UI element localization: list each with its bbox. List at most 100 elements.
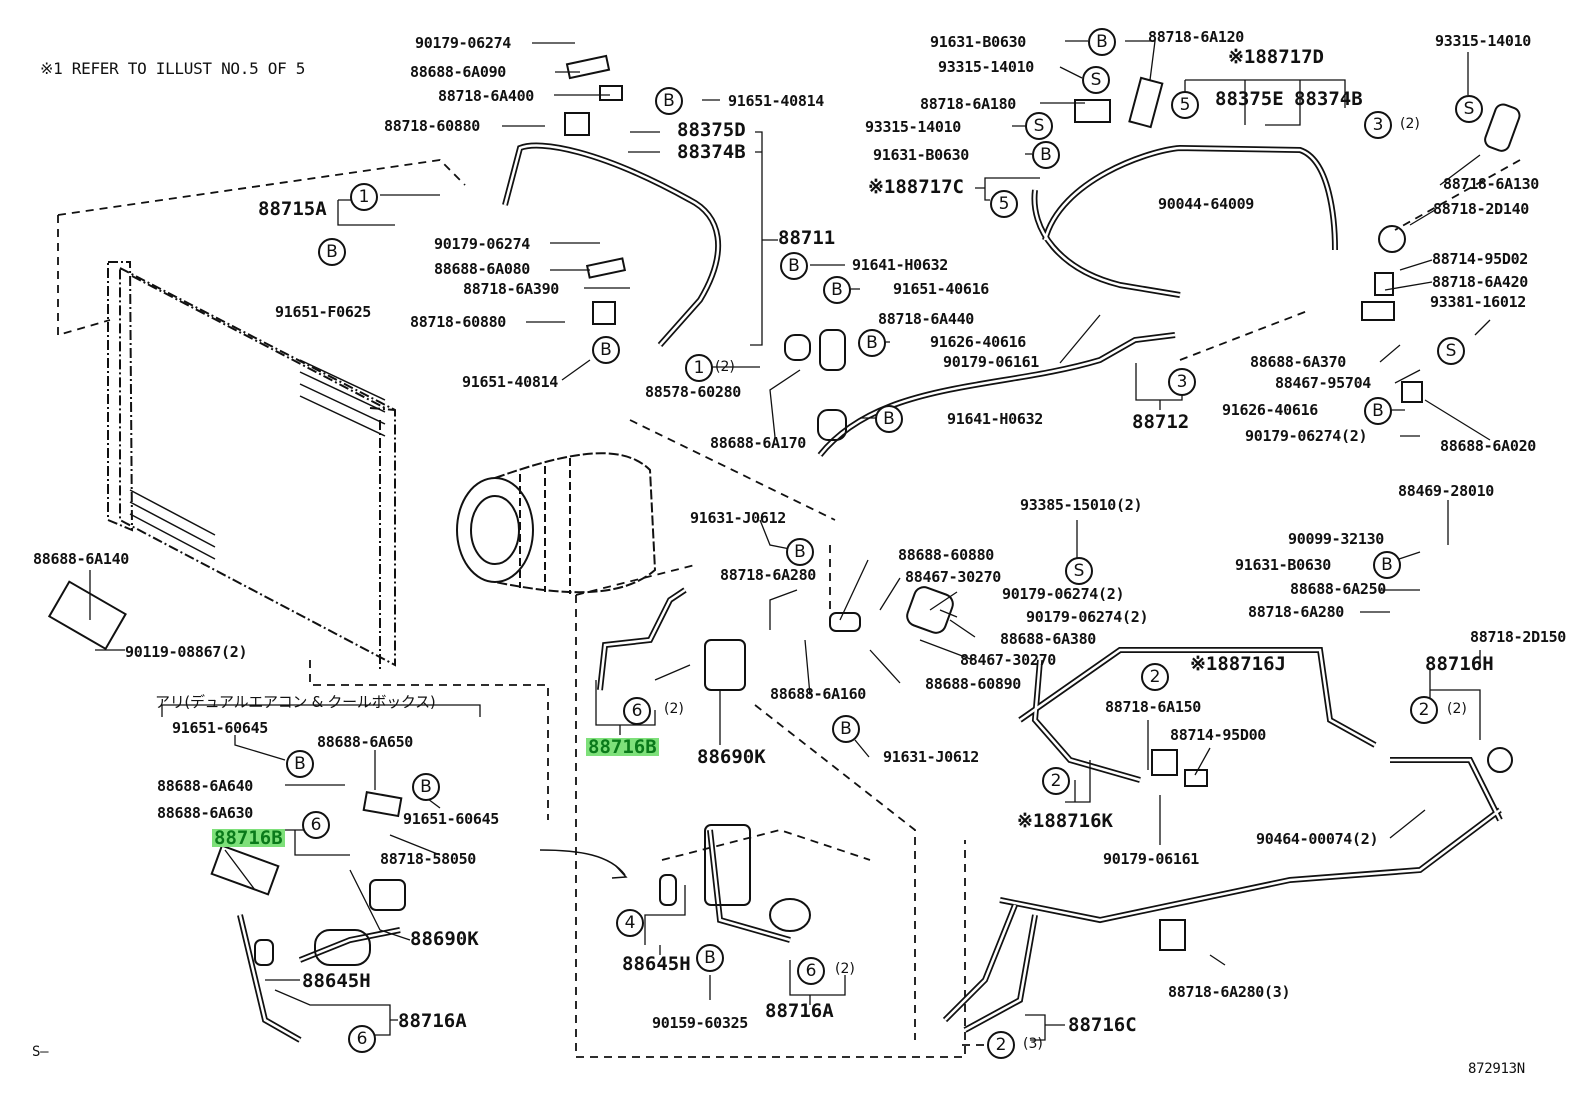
part-label[interactable]: 88645H bbox=[622, 953, 691, 975]
part-label[interactable]: 88718-6A130 bbox=[1443, 175, 1540, 193]
part-label[interactable]: 88716H bbox=[1425, 653, 1494, 675]
part-label-highlighted[interactable]: 88716B bbox=[212, 827, 285, 849]
part-label[interactable]: 88716A bbox=[765, 1000, 834, 1022]
part-label[interactable]: 88578-60280 bbox=[645, 383, 742, 401]
part-label[interactable]: 88718-6A180 bbox=[920, 95, 1017, 113]
part-label[interactable]: 90044-64009 bbox=[1158, 195, 1255, 213]
corner-mark: S– bbox=[32, 1044, 49, 1060]
part-label[interactable]: 88711 bbox=[778, 227, 836, 249]
part-label[interactable]: 88716C bbox=[1068, 1014, 1137, 1036]
part-label[interactable]: 88718-60880 bbox=[384, 117, 481, 135]
part-label[interactable]: 91641-H0632 bbox=[947, 410, 1044, 428]
part-label[interactable]: 88718-2D150 bbox=[1470, 628, 1567, 646]
part-label[interactable]: 88469-28010 bbox=[1398, 482, 1495, 500]
part-label[interactable]: 91641-H0632 bbox=[852, 256, 949, 274]
part-label[interactable]: 91651-60645 bbox=[172, 719, 269, 737]
symbol-b: B bbox=[823, 276, 851, 304]
part-label[interactable]: 88374B bbox=[1294, 88, 1363, 110]
part-label[interactable]: 88688-6A020 bbox=[1440, 437, 1537, 455]
part-label[interactable]: 88467-95704 bbox=[1275, 374, 1372, 392]
part-label[interactable]: 91651-40814 bbox=[462, 373, 559, 391]
part-label[interactable]: 88718-6A420 bbox=[1432, 273, 1529, 291]
part-label[interactable]: 91626-40616 bbox=[1222, 401, 1319, 419]
symbol-6: 6 bbox=[797, 957, 825, 985]
part-label[interactable]: ※188716J bbox=[1190, 653, 1286, 675]
part-label[interactable]: 88688-6A140 bbox=[33, 550, 130, 568]
part-label[interactable]: 91631-B0630 bbox=[930, 33, 1027, 51]
part-label[interactable]: ※188716K bbox=[1017, 810, 1113, 832]
part-label[interactable]: 88714-95D00 bbox=[1170, 726, 1267, 744]
part-label[interactable]: 93385-15010(2) bbox=[1020, 496, 1143, 514]
part-label[interactable]: 88688-6A380 bbox=[1000, 630, 1097, 648]
part-label[interactable]: 88718-6A280 bbox=[720, 566, 817, 584]
part-label[interactable]: 88712 bbox=[1132, 411, 1190, 433]
part-label[interactable]: 91651-40616 bbox=[893, 280, 990, 298]
part-label[interactable]: 91651-40814 bbox=[728, 92, 825, 110]
symbol-b: B bbox=[696, 944, 724, 972]
part-label[interactable]: 88718-6A280 bbox=[1248, 603, 1345, 621]
symbol-b: B bbox=[286, 750, 314, 778]
part-label[interactable]: 88688-6A080 bbox=[434, 260, 531, 278]
part-label[interactable]: 91651-60645 bbox=[403, 810, 500, 828]
part-label[interactable]: 90099-32130 bbox=[1288, 530, 1385, 548]
part-label[interactable]: 88688-6A370 bbox=[1250, 353, 1347, 371]
part-label[interactable]: 88718-6A150 bbox=[1105, 698, 1202, 716]
part-label[interactable]: ※188717D bbox=[1228, 46, 1324, 68]
part-label[interactable]: 88718-6A400 bbox=[438, 87, 535, 105]
symbol-s: S bbox=[1455, 95, 1483, 123]
part-label[interactable]: 88375D bbox=[677, 119, 746, 141]
symbol-2: 2 bbox=[1141, 663, 1169, 691]
part-label[interactable]: 88690K bbox=[697, 746, 766, 768]
part-label[interactable]: 88718-60880 bbox=[410, 313, 507, 331]
part-label[interactable]: 90464-00074(2) bbox=[1256, 830, 1379, 848]
part-label[interactable]: 88645H bbox=[302, 970, 371, 992]
part-label[interactable]: 91631-J0612 bbox=[883, 748, 980, 766]
part-label[interactable]: 88688-6A250 bbox=[1290, 580, 1387, 598]
part-label[interactable]: 88688-6A160 bbox=[770, 685, 867, 703]
part-label[interactable]: 91631-J0612 bbox=[690, 509, 787, 527]
part-label[interactable]: 90179-06161 bbox=[943, 353, 1040, 371]
part-label[interactable]: 90159-60325 bbox=[652, 1014, 749, 1032]
part-label[interactable]: 90179-06274(2) bbox=[1245, 427, 1368, 445]
part-label[interactable]: 90179-06274 bbox=[434, 235, 531, 253]
part-label[interactable]: 90119-08867(2) bbox=[125, 643, 248, 661]
part-label[interactable]: 91631-B0630 bbox=[1235, 556, 1332, 574]
symbol-2: 2 bbox=[987, 1031, 1015, 1059]
part-label[interactable]: 91651-F0625 bbox=[275, 303, 372, 321]
part-label[interactable]: 88688-60890 bbox=[925, 675, 1022, 693]
part-label[interactable]: 90179-06274(2) bbox=[1002, 585, 1125, 603]
part-label[interactable]: 88714-95D02 bbox=[1432, 250, 1529, 268]
part-label[interactable]: 88374B bbox=[677, 141, 746, 163]
part-label[interactable]: 88688-6A640 bbox=[157, 777, 254, 795]
part-label[interactable]: 88375E bbox=[1215, 88, 1284, 110]
part-label[interactable]: 90179-06274(2) bbox=[1026, 608, 1149, 626]
part-label[interactable]: 93315-14010 bbox=[865, 118, 962, 136]
part-label[interactable]: 93315-14010 bbox=[938, 58, 1035, 76]
part-label[interactable]: 88688-6A170 bbox=[710, 434, 807, 452]
part-label[interactable]: 88718-6A440 bbox=[878, 310, 975, 328]
part-label[interactable]: 88718-58050 bbox=[380, 850, 477, 868]
part-label[interactable]: 88690K bbox=[410, 928, 479, 950]
leader-lines bbox=[89, 40, 1491, 1041]
part-label[interactable]: 88467-30270 bbox=[960, 651, 1057, 669]
part-label[interactable]: 93381-16012 bbox=[1430, 293, 1527, 311]
part-label[interactable]: 88688-6A090 bbox=[410, 63, 507, 81]
part-label[interactable]: 88688-6A630 bbox=[157, 804, 254, 822]
part-label[interactable]: 88718-6A390 bbox=[463, 280, 560, 298]
part-label[interactable]: 93315-14010 bbox=[1435, 32, 1532, 50]
part-label[interactable]: 88688-6A650 bbox=[317, 733, 414, 751]
part-label[interactable]: 90179-06161 bbox=[1103, 850, 1200, 868]
part-label[interactable]: 91626-40616 bbox=[930, 333, 1027, 351]
part-label[interactable]: ※188717C bbox=[868, 176, 964, 198]
part-label-highlighted[interactable]: 88716B bbox=[586, 736, 659, 758]
part-label[interactable]: 88718-6A280(3) bbox=[1168, 983, 1291, 1001]
symbol-6: 6 bbox=[302, 811, 330, 839]
part-label[interactable]: 88716A bbox=[398, 1010, 467, 1032]
part-label[interactable]: 90179-06274 bbox=[415, 34, 512, 52]
part-label[interactable]: 88467-30270 bbox=[905, 568, 1002, 586]
part-label[interactable]: 88718-2D140 bbox=[1433, 200, 1530, 218]
part-label[interactable]: 88718-6A120 bbox=[1148, 28, 1245, 46]
part-label[interactable]: 88715A bbox=[258, 198, 327, 220]
part-label[interactable]: 88688-60880 bbox=[898, 546, 995, 564]
part-label[interactable]: 91631-B0630 bbox=[873, 146, 970, 164]
